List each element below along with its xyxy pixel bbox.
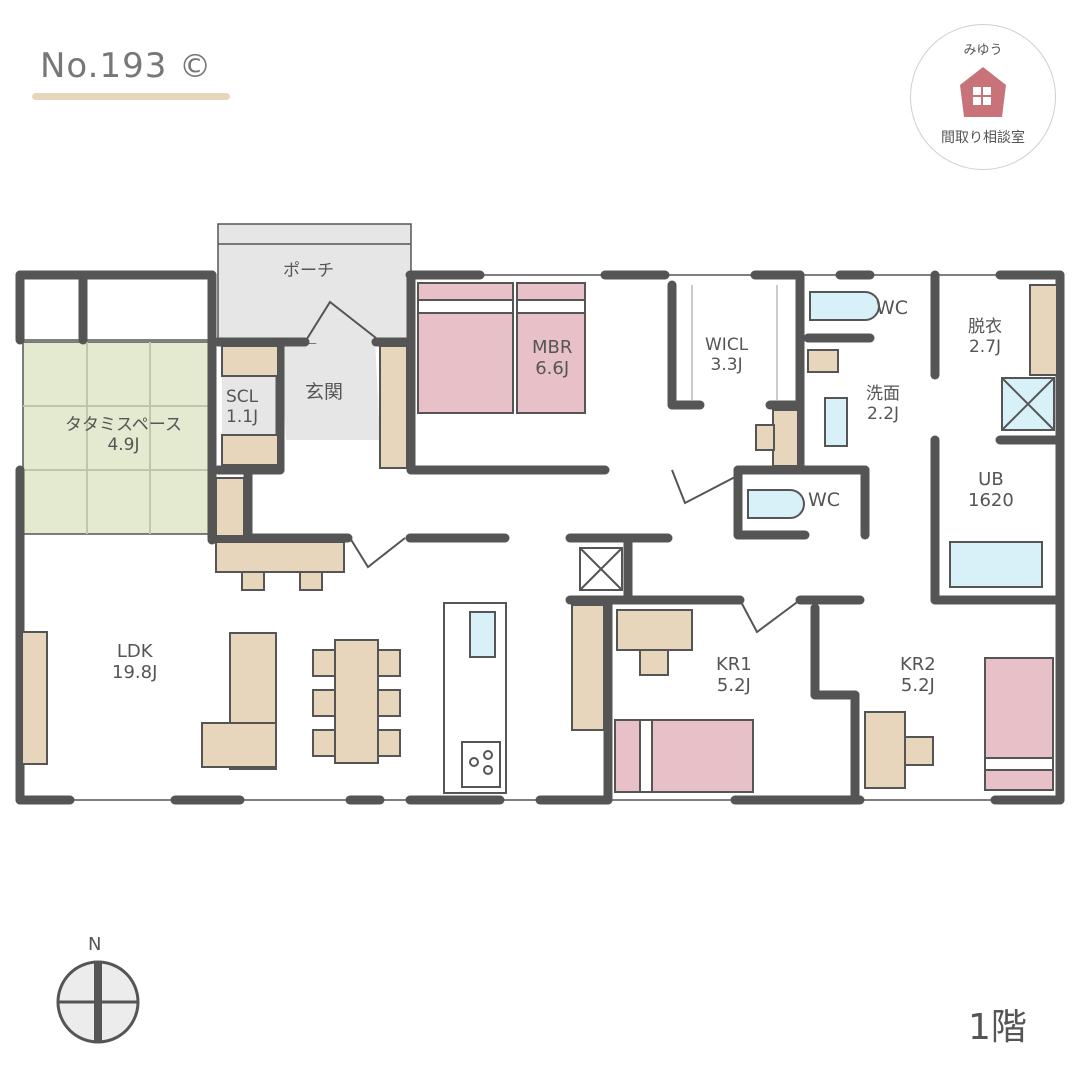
copyright-icon: © [179,47,213,85]
room-toilet-upper: WC [876,297,909,319]
compass-icon [56,960,140,1044]
floor-label: 1階 [968,1007,1027,1048]
house-icon [960,67,1006,117]
kitchen-counter [443,602,507,794]
room-entrance: 玄関 [305,381,344,403]
doors [349,469,801,634]
furniture [21,284,1058,789]
logo-bottom-text: 間取り相談室 [941,130,1025,146]
brand-logo: みゆう 間取り相談室 [910,24,1056,170]
room-toilet-lower: WC [808,489,841,511]
logo-top-text: みゆう [963,43,1003,58]
plan-number-text: No.193 [40,46,168,86]
title-underline [32,93,230,100]
plan-number: No.193 © [40,46,212,86]
floor-fills [22,223,412,535]
room-porch: ポーチ [283,261,334,281]
windows [20,274,1061,801]
compass-north-label: N [88,934,102,955]
